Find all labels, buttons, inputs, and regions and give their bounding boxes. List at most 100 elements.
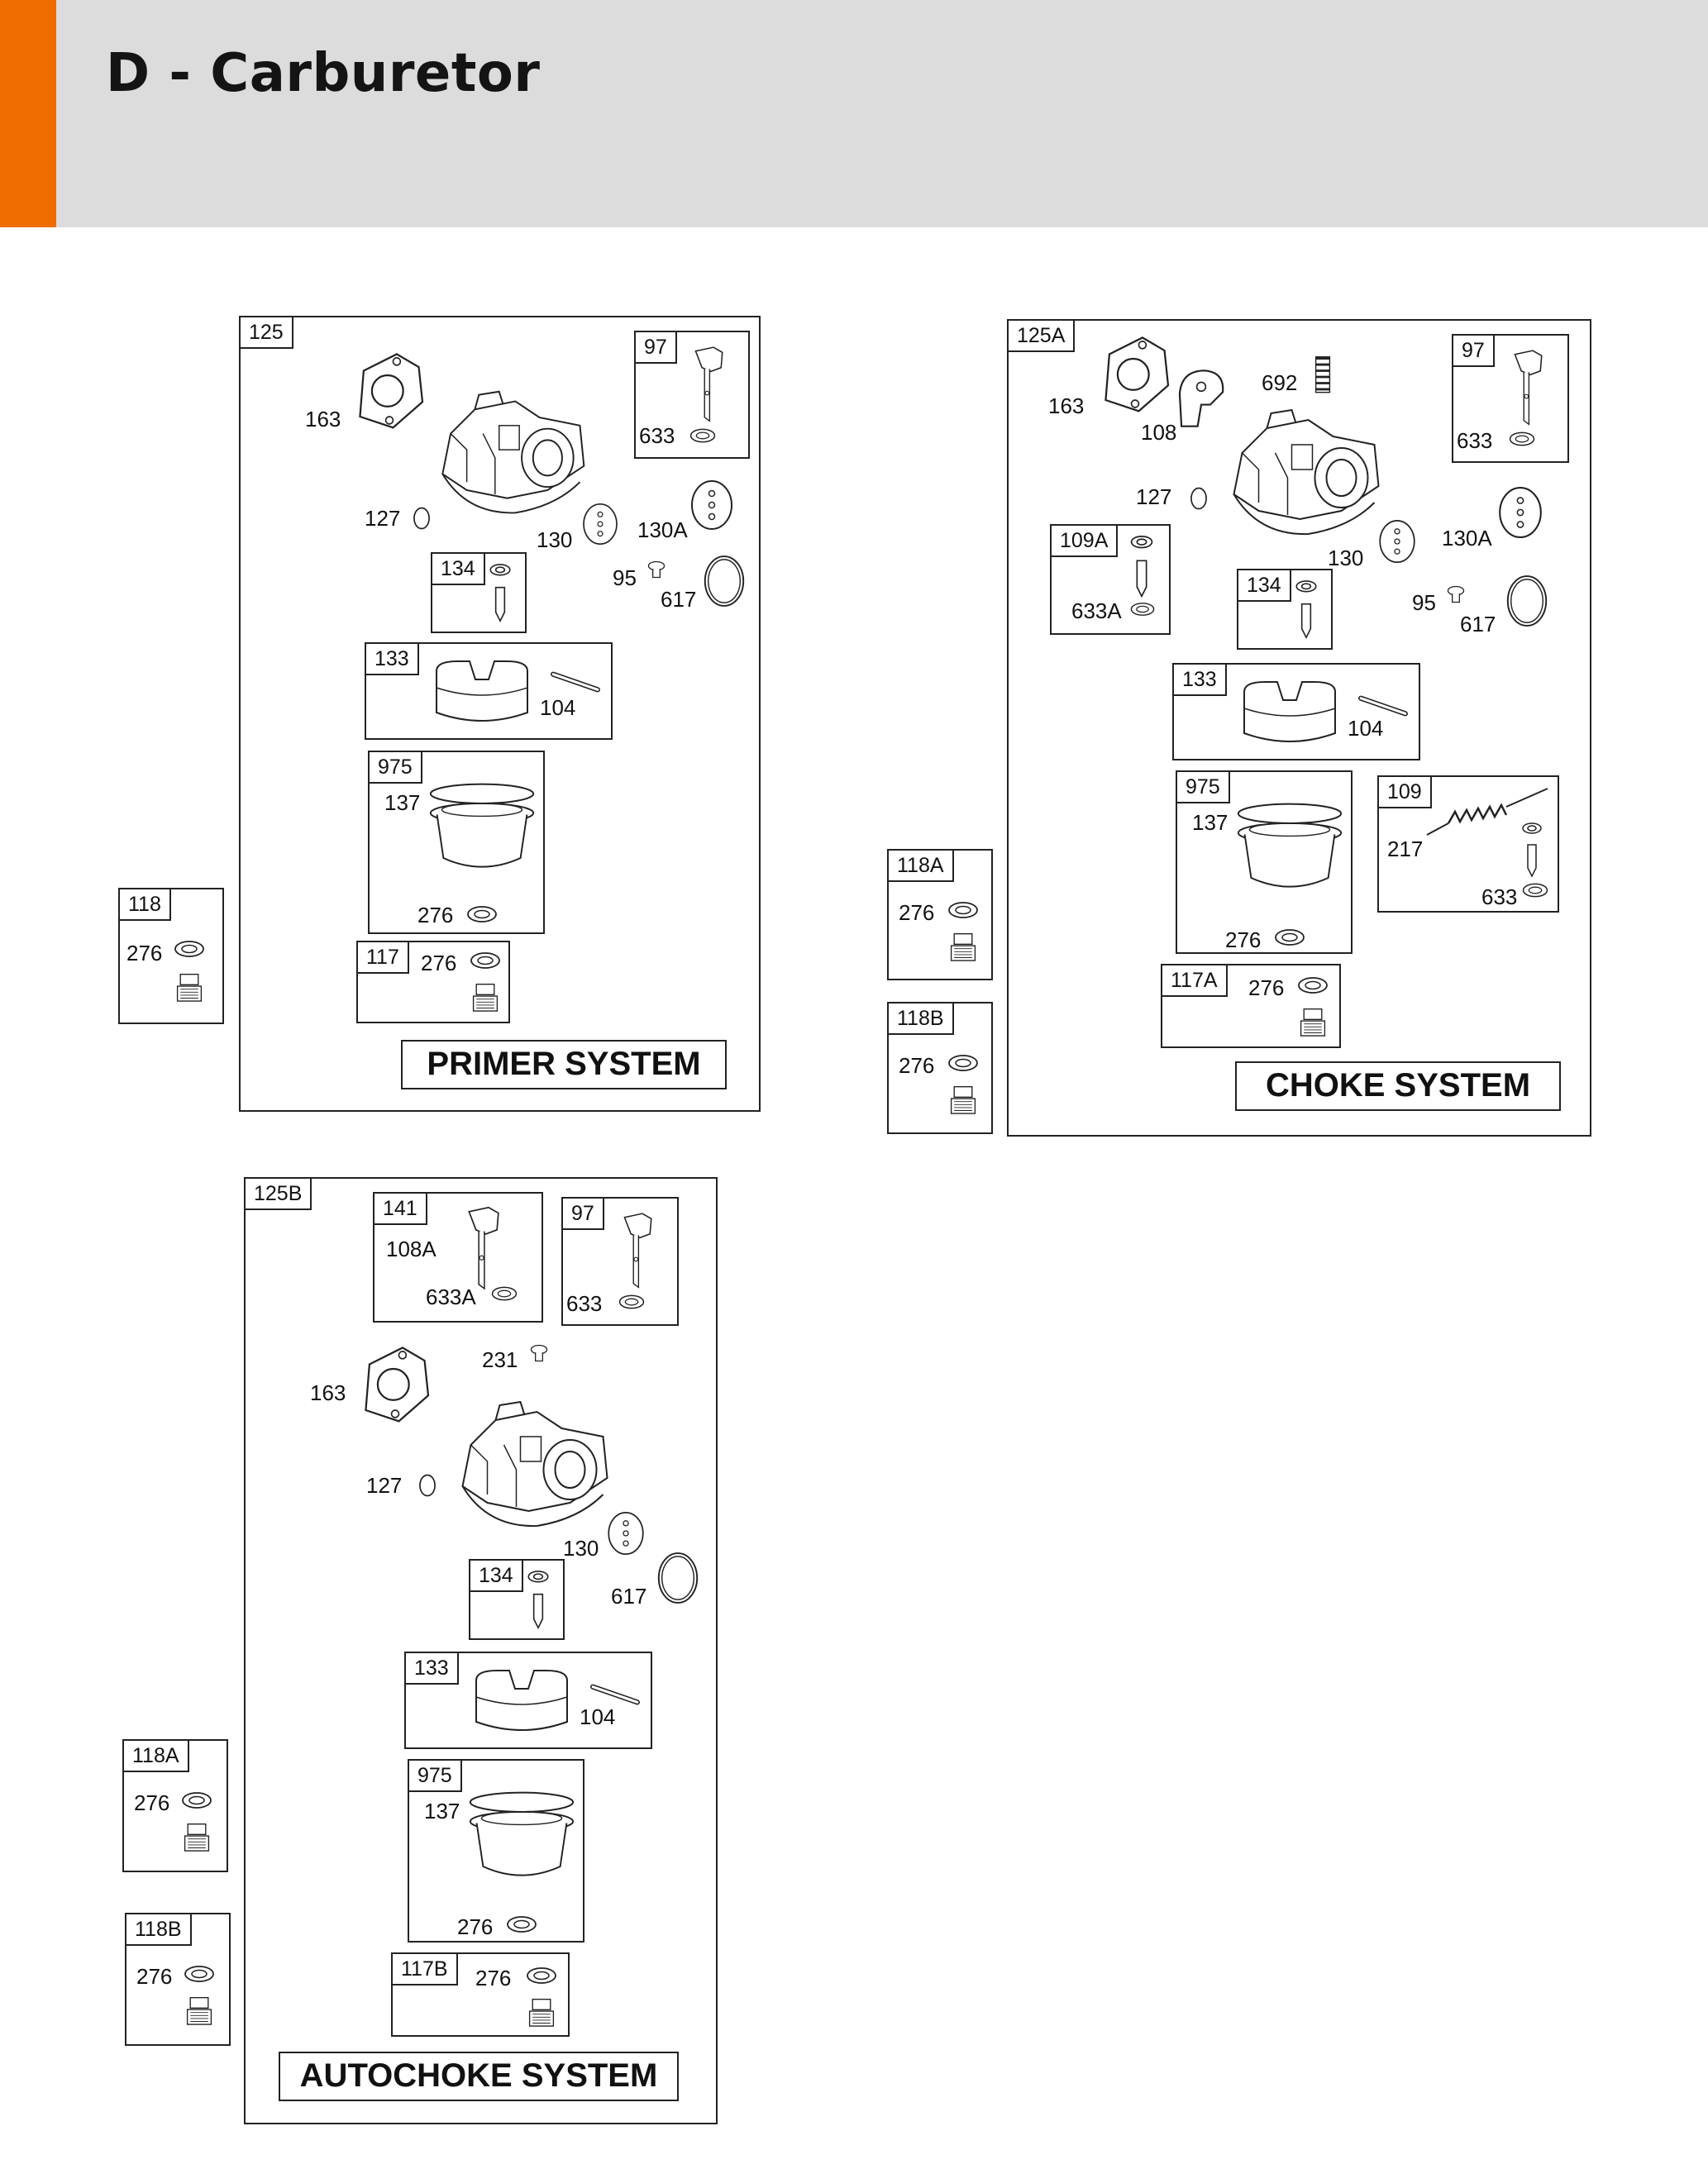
- nut-icon: [174, 969, 204, 1005]
- choke-sub-97: 97 633: [1452, 334, 1569, 463]
- choke-label-95: 95: [1412, 590, 1436, 615]
- choke-sub-109-tag: 109: [1377, 775, 1432, 808]
- choke-label-137: 137: [1192, 810, 1229, 835]
- nut-icon: [470, 979, 500, 1015]
- autochoke-sub-133: 133 104: [404, 1652, 652, 1749]
- choke-sub-109a-label-633a: 633A: [1071, 598, 1122, 623]
- header-accent-bar: [0, 0, 56, 227]
- autochoke-side-118a: 118A 276: [122, 1739, 228, 1872]
- primer-label-130: 130: [537, 527, 573, 552]
- choke-label-692: 692: [1262, 370, 1298, 395]
- choke-label-217: 217: [1387, 837, 1424, 861]
- choke-label-633: 633: [1481, 884, 1518, 909]
- autochoke-sub-97-tag: 97: [561, 1197, 604, 1230]
- throttle-plate-icon: [580, 499, 621, 549]
- primer-sub-975-label-276: 276: [417, 903, 454, 927]
- primer-sub-97: 97 633: [634, 331, 750, 459]
- screw-icon: [528, 1342, 550, 1364]
- autochoke-sub-141-label-108a: 108A: [386, 1237, 437, 1261]
- needle-valve-icon: [1293, 575, 1319, 641]
- bushing-icon: [490, 1281, 518, 1306]
- o-ring-icon: [1503, 572, 1551, 630]
- choke-plate-icon: [687, 478, 737, 532]
- primer-sub-97-tag: 97: [634, 331, 677, 364]
- choke-side-118b-tag: 118B: [887, 1002, 954, 1035]
- throttle-shaft-icon: [680, 342, 730, 425]
- carburetor-body-icon: [436, 1395, 622, 1536]
- choke-side-118b: 118B 276: [887, 1002, 993, 1134]
- bushing-icon: [1129, 597, 1156, 622]
- primer-side-118-tag: 118: [118, 888, 171, 921]
- autochoke-sub-117b-label-276: 276: [475, 1966, 512, 1990]
- washer-icon: [180, 1790, 213, 1810]
- autochoke-sub-975-tag: 975: [408, 1759, 462, 1792]
- washer-icon: [1296, 975, 1329, 995]
- nut-icon: [1298, 1003, 1328, 1040]
- nut-icon: [527, 1994, 556, 2030]
- primer-side-118-label-276: 276: [126, 941, 163, 965]
- nut-icon: [948, 1081, 978, 1118]
- float-bowl-icon: [426, 775, 538, 883]
- choke-label-127: 127: [1136, 484, 1172, 509]
- choke-shaft-icon: [451, 1202, 508, 1293]
- autochoke-label-163: 163: [310, 1380, 346, 1405]
- autochoke-system-title: AUTOCHOKE SYSTEM: [279, 2052, 679, 2101]
- primer-sub-117: 117 276: [356, 941, 510, 1023]
- washer-icon: [1521, 881, 1549, 899]
- primer-sub-117-tag: 117: [356, 941, 409, 974]
- choke-plate-icon: [1495, 484, 1546, 541]
- needle-valve-icon: [525, 1566, 551, 1632]
- choke-sub-97-tag: 97: [1452, 334, 1495, 367]
- washer-icon: [465, 904, 499, 924]
- o-ring-icon: [654, 1549, 702, 1607]
- primer-sub-134: 134: [431, 552, 527, 633]
- choke-sub-133-tag: 133: [1172, 663, 1227, 696]
- primer-sub-975: 975 137 276: [368, 751, 545, 934]
- choke-sub-134-tag: 134: [1237, 569, 1291, 602]
- primer-label-163: 163: [305, 407, 341, 431]
- choke-label-130: 130: [1328, 546, 1364, 570]
- washer-icon: [1273, 927, 1306, 947]
- washer-icon: [947, 1053, 980, 1073]
- choke-side-118a-tag: 118A: [887, 849, 954, 882]
- washer-icon: [173, 939, 206, 959]
- carburetor-body-icon: [418, 384, 596, 524]
- washer-icon: [689, 427, 717, 445]
- autochoke-sub-141-label-633a: 633A: [426, 1285, 476, 1309]
- carburetor-body-icon: [1207, 403, 1393, 544]
- float-icon: [432, 651, 532, 733]
- primer-label-130a: 130A: [637, 517, 688, 542]
- autochoke-system-panel: 125B 141 108A 633A 97 633 231 163 127 13…: [244, 1177, 718, 2124]
- autochoke-label-130: 130: [563, 1536, 599, 1561]
- choke-sub-97-label-633: 633: [1457, 428, 1493, 453]
- washer-icon: [505, 1914, 538, 1934]
- choke-label-617: 617: [1460, 612, 1496, 636]
- pin-icon: [550, 669, 601, 695]
- primer-sub-97-label-633: 633: [639, 423, 675, 448]
- autochoke-panel-tag: 125B: [244, 1177, 312, 1210]
- o-ring-icon: [1187, 484, 1210, 512]
- gasket-icon: [358, 1344, 432, 1427]
- choke-sub-117a: 117A 276: [1161, 964, 1341, 1048]
- washer-icon: [525, 1966, 558, 1985]
- choke-side-118a: 118A 276: [887, 849, 993, 980]
- autochoke-sub-134-tag: 134: [469, 1559, 523, 1592]
- primer-sub-975-tag: 975: [368, 751, 422, 784]
- autochoke-side-118a-label-276: 276: [134, 1790, 170, 1815]
- autochoke-sub-975-label-276: 276: [457, 1914, 494, 1939]
- float-bowl-icon: [1233, 795, 1346, 903]
- float-icon: [472, 1660, 571, 1742]
- autochoke-label-231: 231: [482, 1347, 518, 1372]
- o-ring-icon: [416, 1471, 439, 1499]
- o-ring-icon: [410, 504, 433, 532]
- autochoke-side-118b-label-276: 276: [136, 1964, 173, 1989]
- choke-system-panel: 125A 163 108 692 127 130 130A 95 617 97 …: [1007, 319, 1591, 1137]
- autochoke-sub-975: 975 137 276: [408, 1759, 584, 1943]
- choke-label-130a: 130A: [1442, 526, 1492, 551]
- nut-icon: [184, 1992, 214, 2028]
- primer-label-127: 127: [365, 506, 401, 531]
- choke-shaft-icon: [1128, 532, 1156, 598]
- choke-sub-975-tag: 975: [1176, 770, 1230, 803]
- autochoke-label-617: 617: [611, 1584, 647, 1609]
- primer-side-118: 118 276: [118, 888, 224, 1024]
